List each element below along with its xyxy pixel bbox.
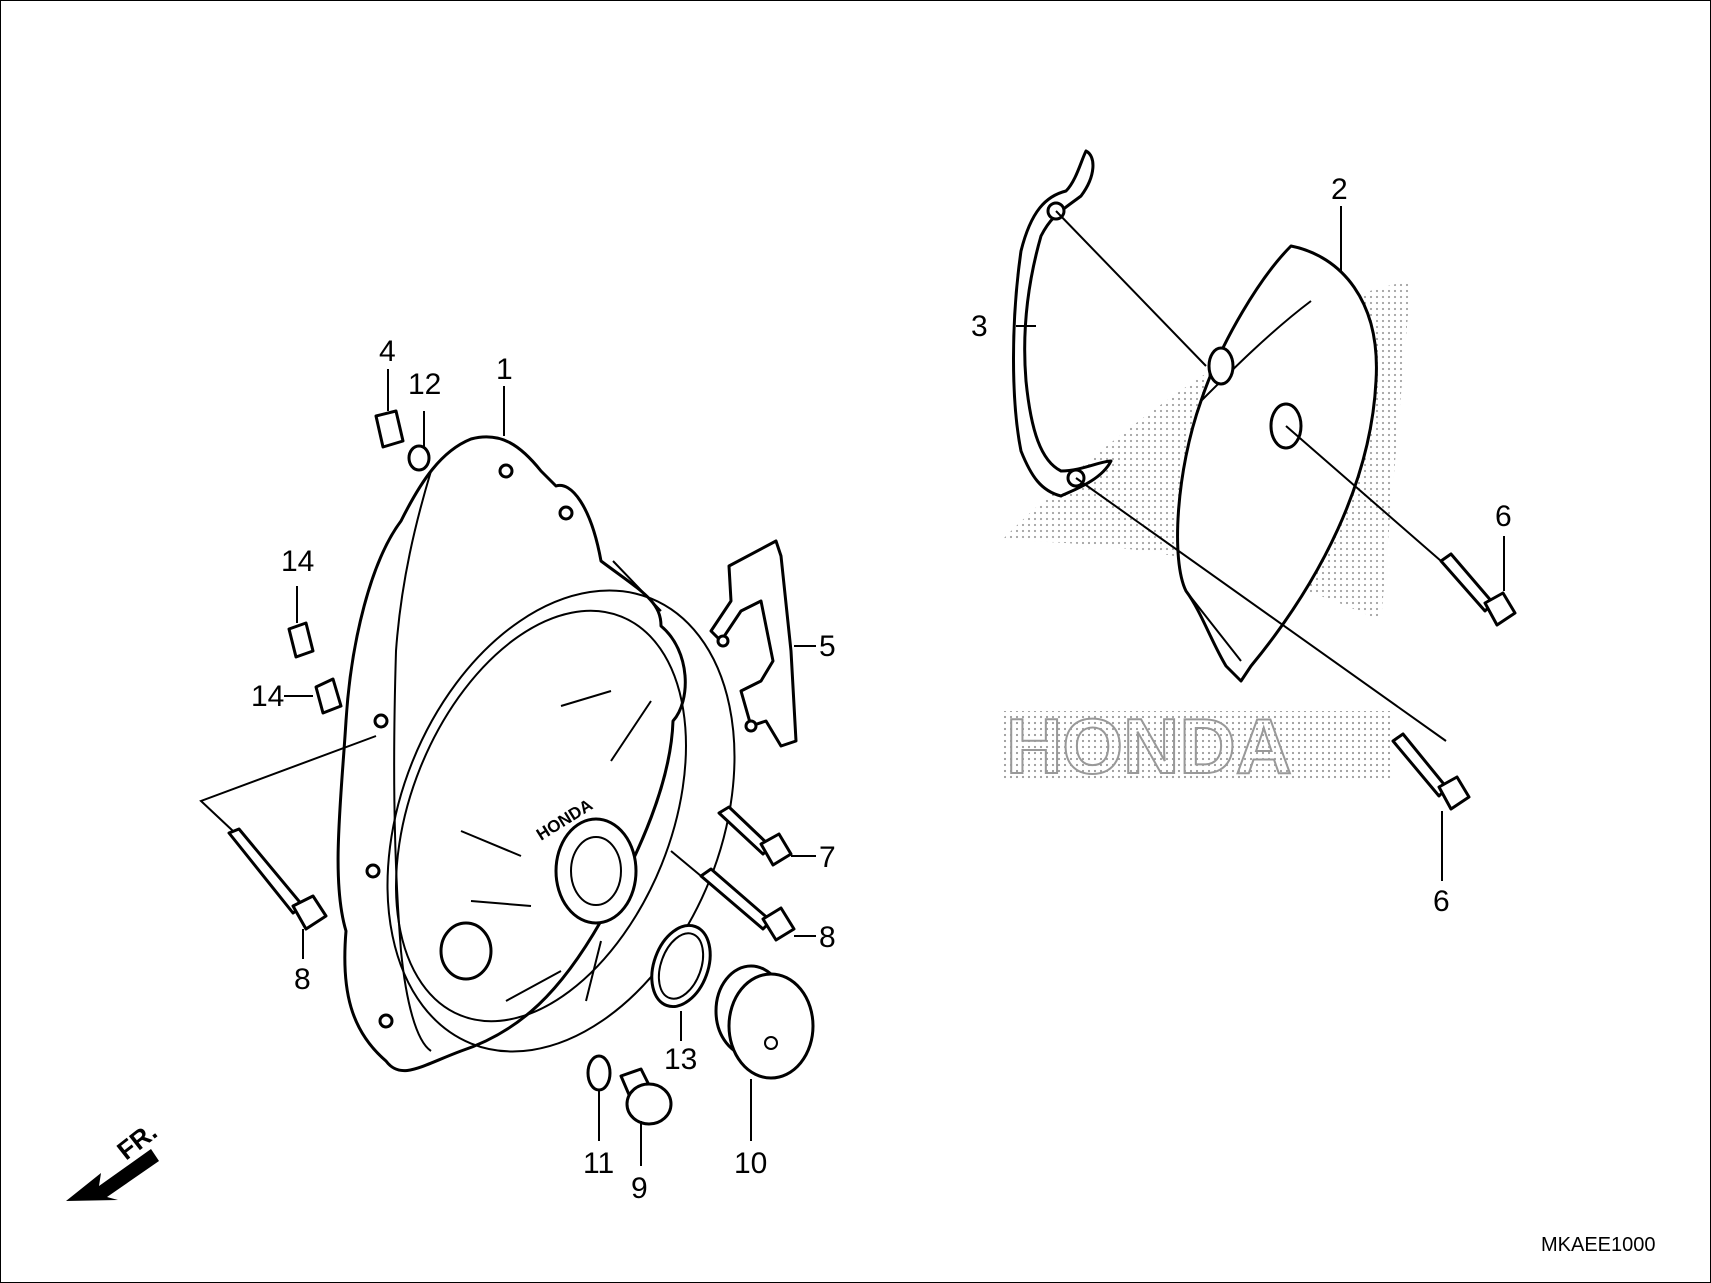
dowel-pin-14a — [287, 621, 315, 659]
callout-14-upper: 14 — [281, 545, 314, 578]
callout-3: 3 — [971, 310, 988, 343]
plug-cap-10 — [714, 964, 815, 1080]
callout-8-right: 8 — [819, 921, 836, 954]
o-ring-13-inner — [657, 932, 705, 1000]
dowel-pin-14b — [314, 677, 343, 715]
leader-lines — [284, 206, 1505, 1166]
bolt-8-left — [227, 827, 328, 931]
outer-cover — [1176, 244, 1378, 683]
callout-11: 11 — [583, 1147, 614, 1180]
bolt-6-upper — [1439, 552, 1517, 627]
o-ring-13 — [650, 923, 712, 1009]
callout-13: 13 — [664, 1043, 697, 1076]
dowel-pin-4 — [374, 409, 405, 449]
callout-7: 7 — [819, 841, 836, 874]
crankcase-cover: HONDA — [336, 435, 736, 1072]
gasket — [1012, 149, 1113, 498]
drain-bolt-9 — [619, 1067, 673, 1126]
diagram-code: MKAEE1000 — [1541, 1234, 1656, 1256]
front-direction-arrow: FR. — [66, 1116, 163, 1201]
callout-14-lower: 14 — [251, 680, 284, 713]
callout-10: 10 — [734, 1147, 767, 1180]
washer-11 — [586, 1054, 612, 1092]
callout-5: 5 — [819, 630, 836, 663]
callout-2: 2 — [1331, 173, 1348, 206]
bracket-5 — [709, 539, 798, 748]
bolt-8-right — [699, 867, 796, 942]
callout-4: 4 — [379, 335, 396, 368]
watermark-text: HONDA — [1006, 702, 1292, 790]
o-ring-12 — [407, 444, 431, 472]
callout-1: 1 — [496, 353, 513, 386]
callout-9: 9 — [631, 1172, 648, 1205]
callouts: 1 2 3 4 5 6 6 7 8 8 9 10 11 12 13 14 14 — [251, 173, 1512, 1205]
callout-12: 12 — [408, 368, 441, 401]
assembly-lines — [199, 210, 1447, 877]
callout-6-lower: 6 — [1433, 885, 1450, 918]
callout-6-upper: 6 — [1495, 500, 1512, 533]
bolt-6-lower — [1391, 732, 1471, 811]
callout-8-left: 8 — [294, 963, 311, 996]
bolt-7 — [717, 805, 793, 867]
